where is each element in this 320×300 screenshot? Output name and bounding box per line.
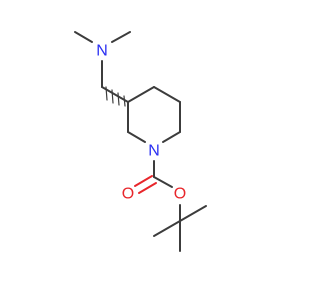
- carbonyl-oxygen-label: O: [122, 186, 134, 203]
- ester-oxygen-label: O: [174, 186, 186, 203]
- molecule-drawing: N N O O: [74, 31, 207, 252]
- structure-canvas: N N O O: [74, 31, 207, 252]
- amine-nitrogen-label: N: [96, 43, 108, 60]
- bond-c4-c5: [153, 86, 181, 103]
- bond-carbonyl-ester-o: [153, 176, 173, 188]
- bond-c3-c4: [127, 86, 155, 103]
- bond-methyl1-n: [74, 31, 93, 43]
- ring-nitrogen-label: N: [148, 143, 160, 160]
- bond-carbonyl-o-double-a: [134, 175, 153, 187]
- stereo-wedge: [105, 86, 126, 107]
- bond-n1-c2: [127, 131, 146, 143]
- bond-tbu-methyl-left: [153, 220, 181, 237]
- bond-carbonyl-o-double-b: [138, 182, 157, 194]
- bond-tbu-methyl-right: [179, 205, 207, 222]
- bond-n-methyl2: [111, 31, 131, 43]
- bond-c6-n1: [162, 131, 181, 143]
